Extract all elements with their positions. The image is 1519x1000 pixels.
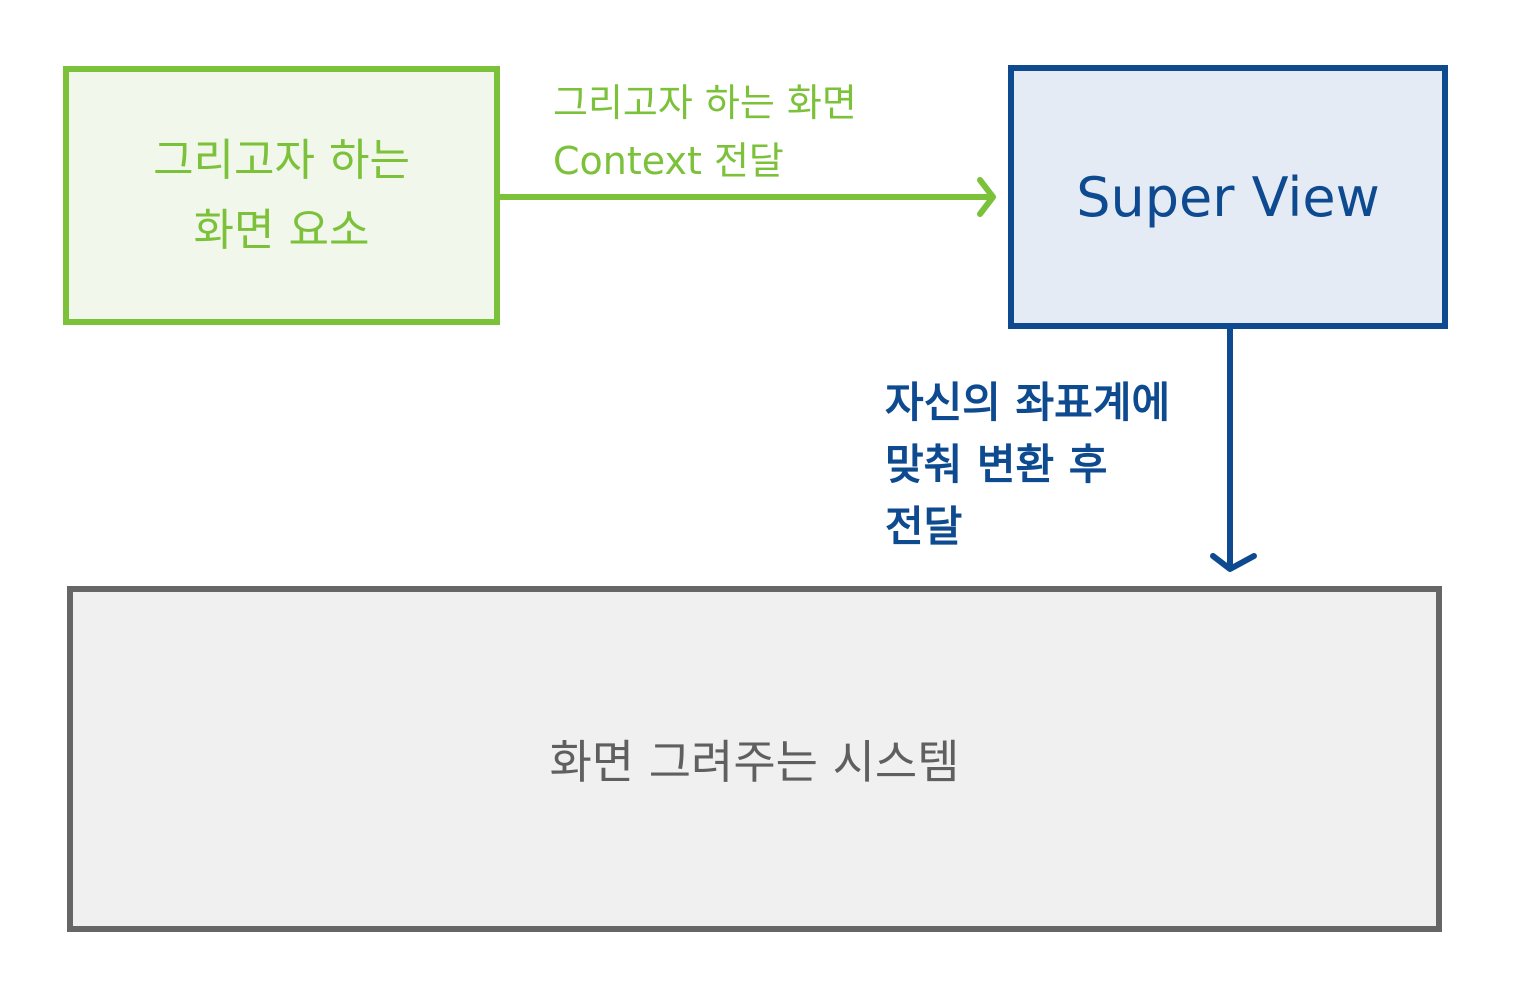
system-node: 화면 그려주는 시스템 <box>67 586 1442 932</box>
superview-node: Super View <box>1008 65 1448 329</box>
system-node-label: 화면 그려주는 시스템 <box>549 735 960 789</box>
element-node-line-1: 그리고자 하는 <box>153 134 410 186</box>
element-node: 그리고자 하는 화면 요소 <box>63 66 500 325</box>
transform-edge-label-line-3: 전달 <box>885 502 963 551</box>
transform-edge-label-line-2: 맞춰 변환 후 <box>885 440 1108 489</box>
context-edge-label-line-1: 그리고자 하는 화면 <box>553 81 857 125</box>
element-node-line-2: 화면 요소 <box>193 204 370 256</box>
arrow-superview-to-system <box>1210 326 1257 572</box>
arrow-element-to-superview <box>497 177 996 217</box>
context-edge-label: 그리고자 하는 화면 Context 전달 <box>553 74 857 190</box>
context-edge-label-line-2: Context 전달 <box>553 139 784 183</box>
superview-node-label: Super View <box>1076 165 1380 229</box>
transform-edge-label-line-1: 자신의 좌표계에 <box>885 378 1171 427</box>
transform-edge-label: 자신의 좌표계에 맞춰 변환 후 전달 <box>885 372 1170 558</box>
